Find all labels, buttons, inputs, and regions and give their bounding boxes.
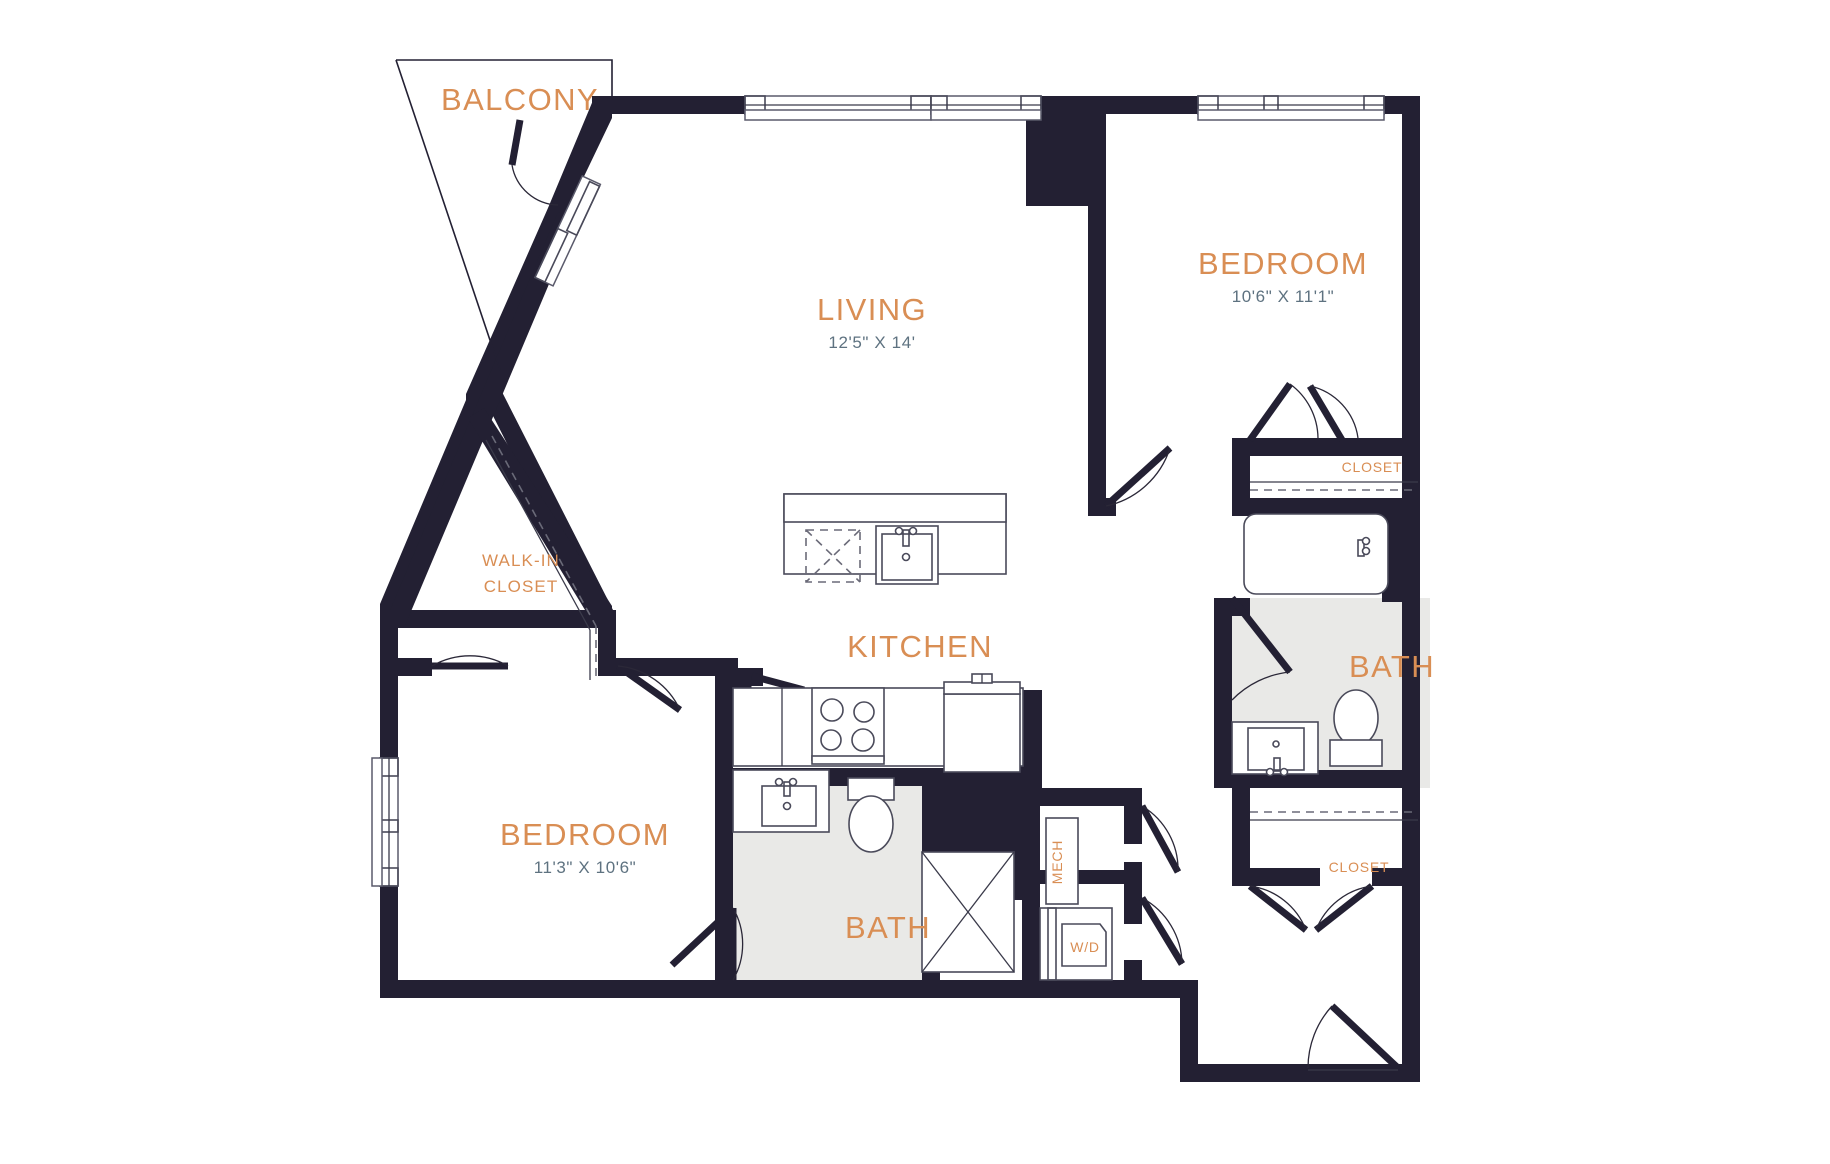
- door-closet-upper: [1247, 381, 1359, 443]
- label-bath-primary: BATH: [1349, 649, 1435, 684]
- bath-primary-vanity: [1231, 721, 1319, 777]
- door-bath-secondary: [669, 905, 744, 981]
- label-laundry: W/D: [1070, 939, 1100, 955]
- dims-bedroom-primary: 10'6" X 11'1": [1232, 287, 1335, 306]
- bath-secondary-vanity: [732, 769, 830, 833]
- door-closet-lower-left: [1247, 883, 1309, 933]
- closet-lower-shelf: [1250, 811, 1418, 821]
- kitchen-island: [783, 493, 1007, 585]
- label-balcony: BALCONY: [441, 82, 599, 117]
- door-bedroom-secondary: [615, 663, 683, 713]
- label-closet-lower: CLOSET: [1329, 859, 1390, 875]
- door-bedroom-primary: [1103, 445, 1173, 509]
- kitchen-island-dishwasher: [805, 529, 861, 583]
- label-bedroom-secondary: BEDROOM: [500, 817, 670, 852]
- room-labels: BALCONY LIVING 12'5" X 14' BEDROOM 10'6"…: [441, 82, 1435, 955]
- label-walk-in-closet-line2: CLOSET: [484, 577, 559, 596]
- bath-primary-tub: [1243, 513, 1389, 595]
- label-closet-upper: CLOSET: [1342, 459, 1403, 475]
- door-balcony-swing: [508, 119, 559, 206]
- door-walk-in-closet: [431, 655, 509, 670]
- window-bedroom-primary: [1197, 95, 1385, 121]
- kitchen-refrigerator: [943, 673, 1021, 773]
- walk-in-closet-shelf: [485, 435, 597, 680]
- mech-closet-box: [1045, 817, 1079, 905]
- door-closet-lower-right: [1313, 883, 1375, 933]
- dims-bedroom-secondary: 11'3" X 10'6": [534, 858, 637, 877]
- window-bedroom-secondary: [371, 757, 399, 887]
- label-mech: MECH: [1049, 840, 1065, 884]
- door-balcony-sliding: [533, 174, 602, 287]
- bath-primary-toilet: [1329, 689, 1383, 767]
- dims-living: 12'5" X 14': [828, 333, 915, 352]
- bath-secondary-toilet: [847, 777, 895, 853]
- window-living-right: [930, 95, 1042, 121]
- bath-secondary-shower: [921, 851, 1015, 973]
- label-bedroom-primary: BEDROOM: [1198, 246, 1368, 281]
- window-living-left: [744, 95, 932, 121]
- angled-exterior-wall: [380, 98, 613, 628]
- kitchen-island-sink: [875, 525, 939, 585]
- balcony-outline: [395, 59, 613, 371]
- kitchen-range: [811, 687, 885, 765]
- label-kitchen: KITCHEN: [847, 629, 993, 664]
- door-entry: [1307, 1003, 1401, 1071]
- washer-dryer-unit: [1039, 907, 1113, 981]
- label-living: LIVING: [817, 292, 927, 327]
- door-mech: [1138, 804, 1182, 874]
- door-bath-primary: [1229, 595, 1293, 701]
- label-walk-in-closet-line1: WALK-IN: [482, 551, 560, 570]
- closet-upper-shelf: [1250, 481, 1418, 491]
- label-bath-secondary: BATH: [845, 910, 931, 945]
- door-laundry: [1139, 896, 1185, 966]
